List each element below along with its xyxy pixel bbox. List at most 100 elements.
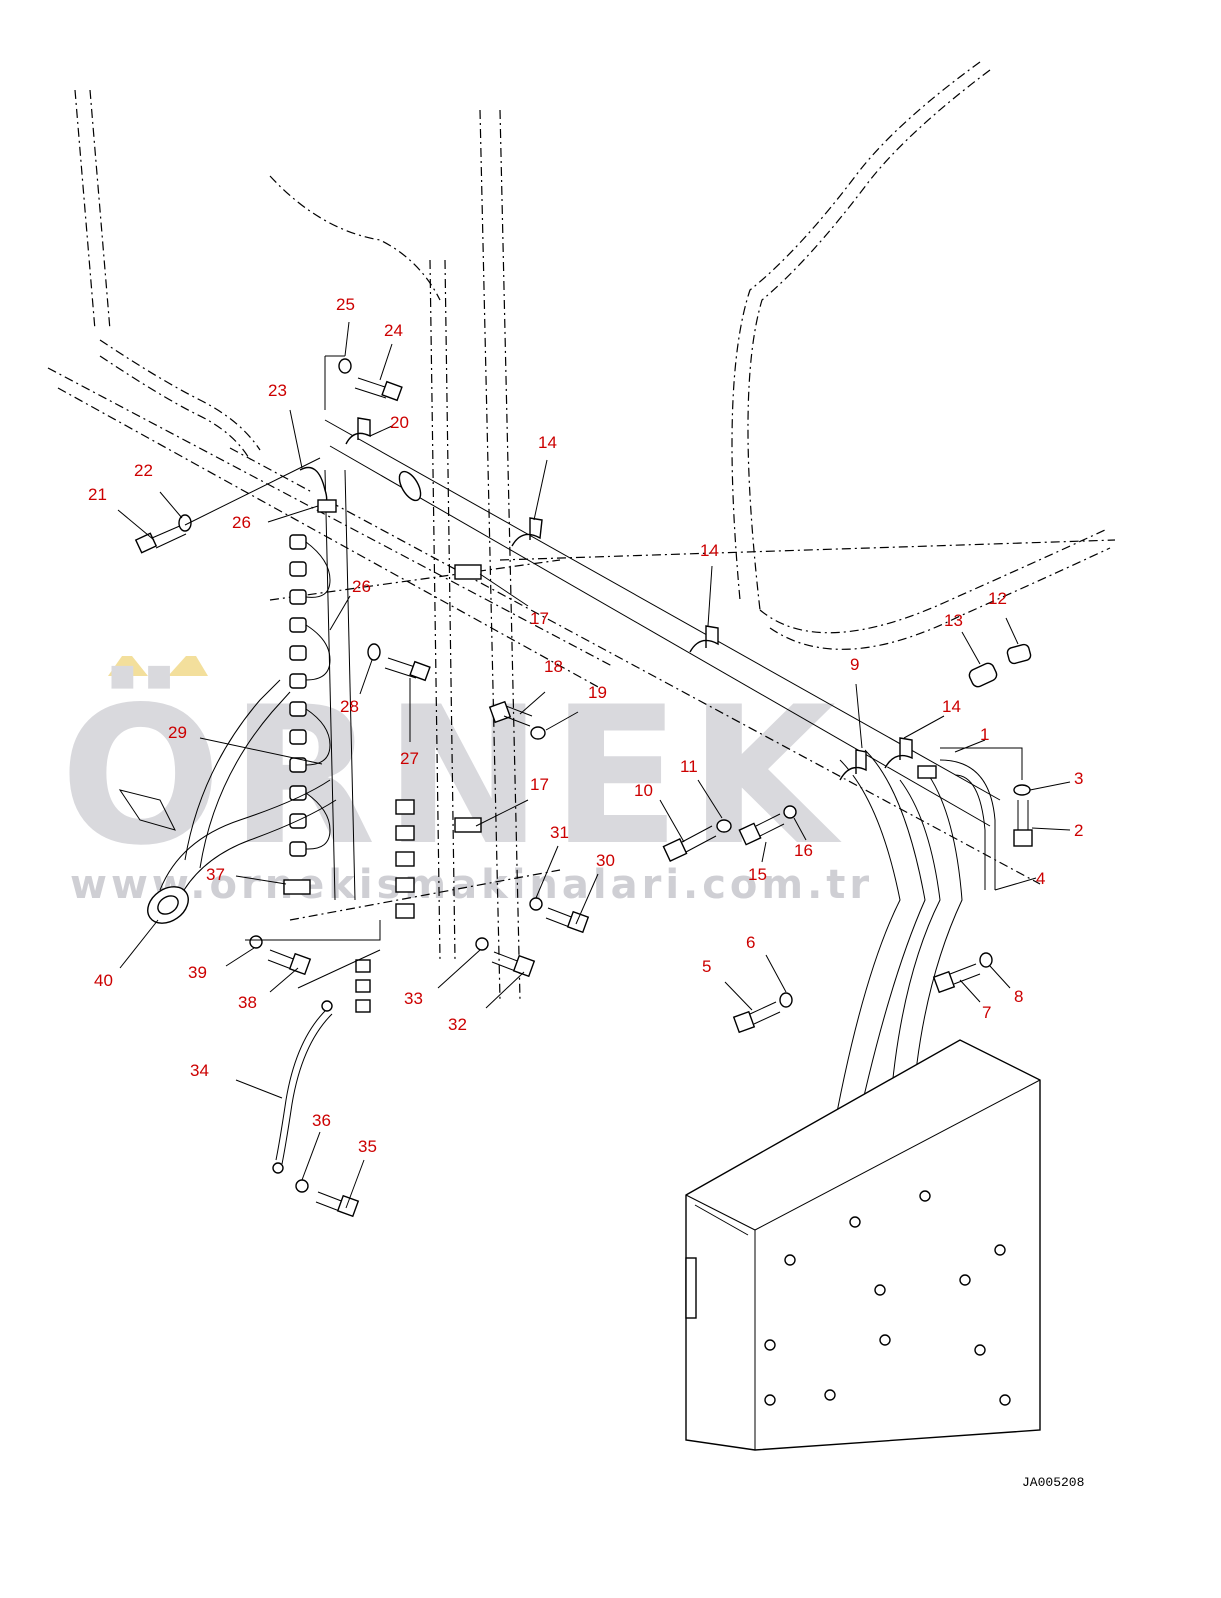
callout-13: 13	[944, 611, 963, 630]
callout-21: 21	[88, 485, 107, 504]
callout-36: 36	[312, 1111, 331, 1130]
callout-35: 35	[358, 1137, 377, 1156]
clamps	[283, 417, 937, 895]
washer-3	[1013, 784, 1031, 796]
terminal-blocks	[355, 799, 415, 1013]
washer-16	[783, 805, 797, 819]
spacer-12	[1006, 643, 1032, 665]
callout-27: 27	[400, 749, 419, 768]
bolt-5	[732, 1001, 781, 1034]
washer-19	[530, 726, 546, 740]
callout-14-b: 14	[700, 541, 719, 560]
leader-lines	[117, 321, 1071, 1209]
washer-8	[979, 952, 993, 968]
watermark-url: www.ornekismakinalari.com.tr	[70, 862, 873, 908]
bolt-21	[134, 524, 187, 554]
callout-20: 20	[390, 413, 409, 432]
connector-harness-column	[289, 469, 356, 901]
bolt-27	[384, 657, 431, 682]
washer-22	[178, 514, 192, 532]
clamp-37	[283, 879, 311, 895]
callout-9: 9	[850, 655, 859, 674]
callout-14-c: 14	[942, 697, 961, 716]
bolt-35	[315, 1191, 360, 1218]
fasteners	[134, 358, 1033, 1218]
clamp-26	[317, 499, 337, 513]
washer-31	[529, 897, 543, 911]
washer-25	[338, 358, 352, 374]
callout-3: 3	[1074, 769, 1083, 788]
callout-17-a: 17	[530, 609, 549, 628]
clamp-17-b	[454, 817, 482, 833]
washer-11	[716, 819, 732, 833]
callout-6: 6	[746, 933, 755, 952]
lower-left-hose	[118, 679, 337, 924]
bolt-30	[545, 907, 590, 934]
bolt-38	[267, 949, 312, 976]
callout-39: 39	[188, 963, 207, 982]
callout-18: 18	[544, 657, 563, 676]
callout-19: 19	[588, 683, 607, 702]
bolt-24	[354, 377, 403, 402]
ground-strap-34	[272, 1000, 333, 1174]
callout-16: 16	[794, 841, 813, 860]
callout-8: 8	[1014, 987, 1023, 1006]
electrical-cabinet	[685, 1039, 1041, 1451]
bolt-18	[488, 700, 533, 727]
callout-23: 23	[268, 381, 287, 400]
callout-24: 24	[384, 321, 403, 340]
frame-phantom-lines	[47, 61, 1116, 1001]
clamp-17-a	[454, 564, 482, 580]
callout-30: 30	[596, 851, 615, 870]
watermark: ÖRNEK www.ornekismakinalari.com.tr	[60, 656, 873, 908]
callout-28: 28	[340, 697, 359, 716]
washer-36	[295, 1179, 309, 1193]
bolt-10	[662, 825, 717, 862]
callout-1: 1	[980, 725, 989, 744]
callout-32: 32	[448, 1015, 467, 1034]
callout-7: 7	[982, 1003, 991, 1022]
washer-28	[367, 643, 381, 661]
bolt-32	[491, 951, 536, 978]
watermark-accent-left	[108, 656, 148, 676]
callout-2: 2	[1074, 821, 1083, 840]
washer-39	[249, 935, 263, 949]
connector-stack	[289, 534, 307, 857]
callouts: 1 2 3 4 5 6 7 8 9 10 11 12 13 14 14 14 1…	[88, 295, 1083, 1156]
watermark-accent-right	[168, 656, 208, 676]
clamp-20	[345, 417, 371, 445]
callout-25: 25	[336, 295, 355, 314]
clamp-14-c	[884, 737, 913, 769]
callout-34: 34	[190, 1061, 209, 1080]
callout-4: 4	[1036, 869, 1045, 888]
callout-14-a: 14	[538, 433, 557, 452]
callout-33: 33	[404, 989, 423, 1008]
callout-17-b: 17	[530, 775, 549, 794]
cabinet-bolts	[764, 1190, 1011, 1406]
washer-6	[779, 992, 793, 1008]
washer-33	[475, 937, 489, 951]
callout-15: 15	[748, 865, 767, 884]
callout-31: 31	[550, 823, 569, 842]
callout-26-a: 26	[232, 513, 251, 532]
callout-10: 10	[634, 781, 653, 800]
clamp-1	[917, 765, 937, 779]
callout-5: 5	[702, 957, 711, 976]
callout-40: 40	[94, 971, 113, 990]
callout-37: 37	[206, 865, 225, 884]
drawing-code: JA005208	[1022, 1475, 1084, 1490]
spacer-13	[968, 662, 998, 688]
main-harness-tube	[324, 419, 1001, 827]
callout-38: 38	[238, 993, 257, 1012]
clamp-14-a	[511, 517, 543, 547]
callout-29: 29	[168, 723, 187, 742]
clamp-14-b	[689, 625, 719, 653]
callout-26-b: 26	[352, 577, 371, 596]
clamp-9	[839, 749, 867, 781]
bolt-7	[932, 963, 981, 994]
bolt-15	[738, 813, 785, 846]
watermark-brand: ÖRNEK	[60, 665, 844, 887]
bolt-2	[1013, 800, 1033, 847]
callout-22: 22	[134, 461, 153, 480]
